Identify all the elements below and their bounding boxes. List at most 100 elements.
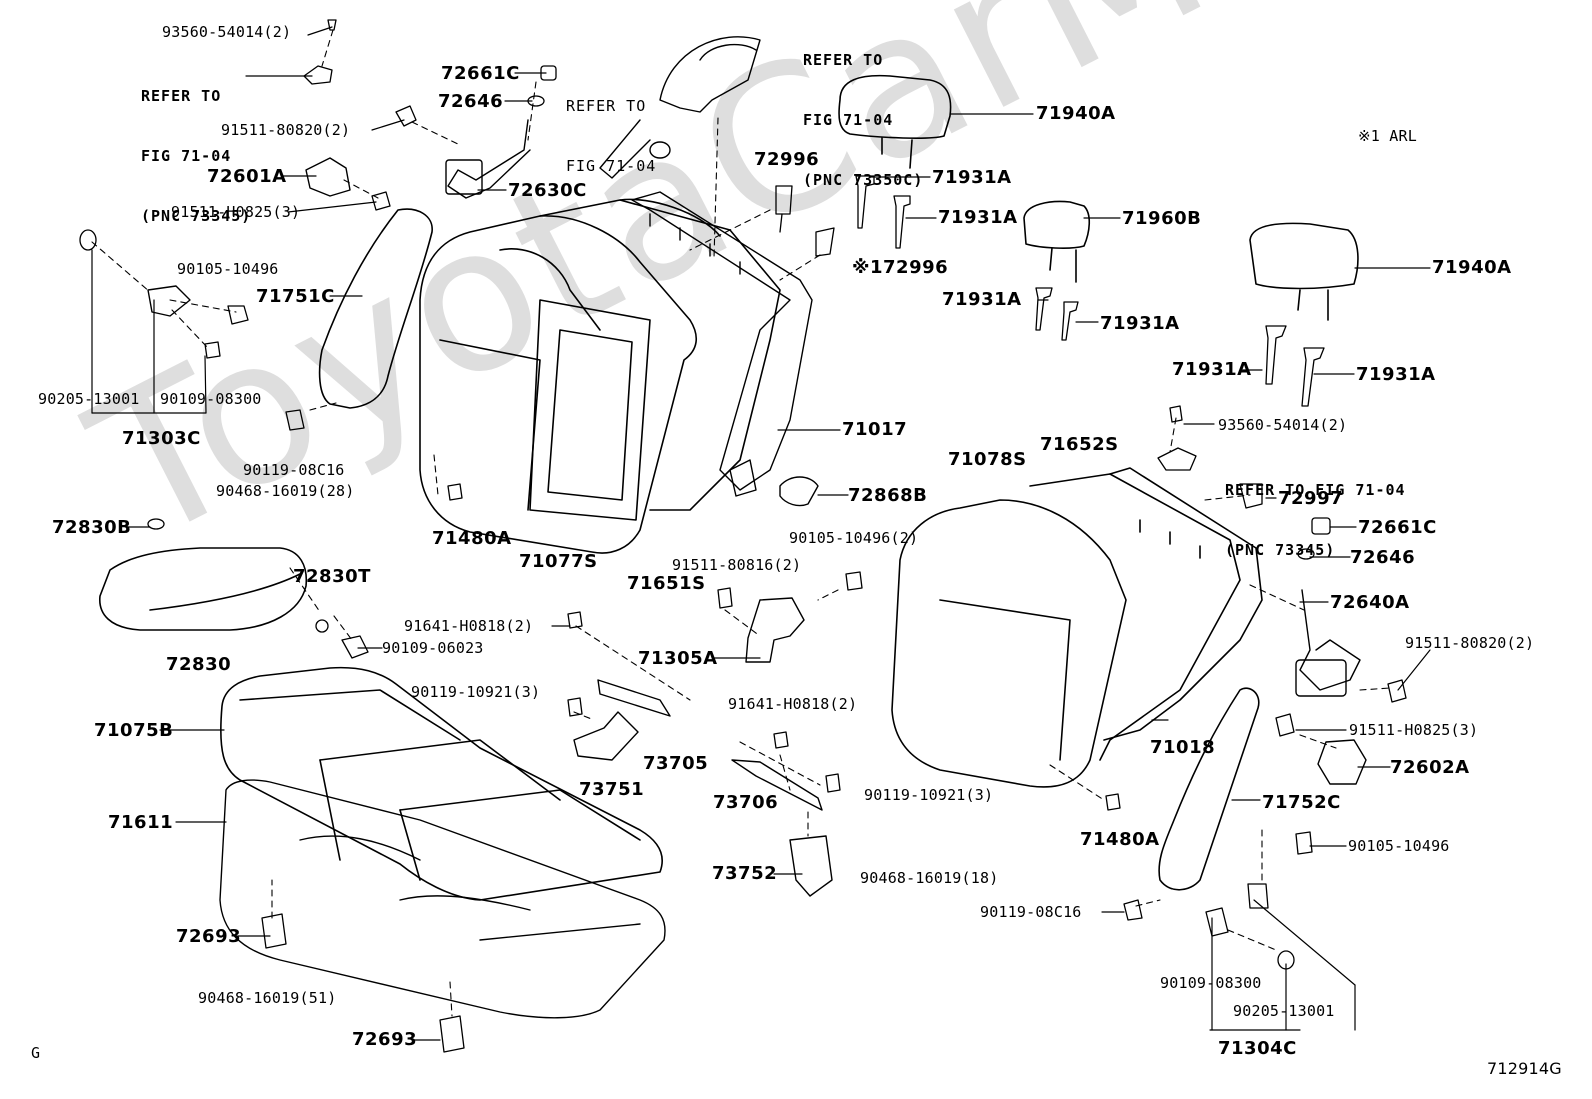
figure-code: 712914G (1487, 1059, 1562, 1078)
part-label[interactable]: 72830 (166, 654, 232, 675)
ref-line: FIG 71-04 (566, 157, 657, 175)
part-label[interactable]: 91641-H0818(2) (404, 617, 534, 635)
part-label[interactable]: 71931A (942, 289, 1022, 310)
part-label[interactable]: 71018 (1150, 737, 1216, 758)
part-label[interactable]: 72830B (52, 517, 132, 538)
part-label[interactable]: 72661C (441, 63, 520, 84)
hinge-72602a (1318, 740, 1366, 784)
part-label[interactable]: 71480A (432, 528, 512, 549)
ref-line: FIG 71-04 (141, 147, 232, 165)
upper-left-parts (148, 37, 760, 316)
strap-72868b (780, 477, 818, 506)
part-label[interactable]: 72868B (848, 485, 928, 506)
part-label[interactable]: 71960B (1122, 208, 1202, 229)
part-label[interactable]: 91511-H0825(3) (1349, 721, 1479, 739)
leader-lines (92, 27, 1430, 1040)
part-label[interactable]: 72602A (1390, 757, 1470, 778)
part-label[interactable]: 90105-10496(2) (789, 529, 919, 547)
side-cover-71752c (1159, 688, 1259, 890)
part-label[interactable]: 90119-08C16 (980, 903, 1082, 921)
part-label[interactable]: 90109-08300 (1160, 974, 1262, 992)
part-label[interactable]: 90205-13001 (1233, 1002, 1335, 1020)
part-label[interactable]: 71940A (1036, 103, 1116, 124)
part-label[interactable]: 71305A (638, 648, 718, 669)
part-label[interactable]: 72693 (176, 926, 242, 947)
part-label[interactable]: 72830T (293, 566, 371, 587)
part-label[interactable]: 72646 (1350, 547, 1416, 568)
ref-line: (PNC 73350C) (803, 171, 924, 189)
part-label[interactable]: 72997 (1278, 488, 1344, 509)
ref-line: REFER TO FIG 71-04 (1225, 481, 1406, 499)
corner-letter: G (31, 1044, 41, 1062)
part-label[interactable]: 90468-16019(51) (198, 989, 337, 1007)
part-label[interactable]: 72661C (1358, 517, 1437, 538)
part-label[interactable]: 71075B (94, 720, 174, 741)
part-label[interactable]: 90119-10921(3) (864, 786, 994, 804)
part-label[interactable]: 71304C (1218, 1038, 1297, 1059)
part-label[interactable]: 90468-16019(28) (216, 482, 355, 500)
part-label[interactable]: 73705 (643, 753, 709, 774)
part-label[interactable]: 71931A (938, 207, 1018, 228)
part-label[interactable]: 71751C (256, 286, 335, 307)
headrest-guides (776, 176, 1324, 508)
ref-fig-71-04-pnc73345-1: REFER TO FIG 71-04 (PNC 73345) (141, 46, 251, 266)
lock-72640a (1296, 590, 1360, 696)
part-label[interactable]: 93560-54014(2) (162, 23, 292, 41)
part-label[interactable]: 72646 (438, 91, 504, 112)
ref-line: (PNC 73345) (141, 207, 252, 225)
part-label[interactable]: 72640A (1330, 592, 1410, 613)
part-label[interactable]: 91511-80820(2) (221, 121, 351, 139)
part-label[interactable]: 90468-16019(18) (860, 869, 999, 887)
part-label[interactable]: 90105-10496 (1348, 837, 1450, 855)
part-label[interactable]: 72996 (754, 149, 820, 170)
part-label[interactable]: 71651S (627, 573, 706, 594)
part-label[interactable]: 71931A (1100, 313, 1180, 334)
seat-cushion-71075b (221, 668, 662, 900)
ref-line: REFER TO (566, 97, 647, 115)
part-label[interactable]: 71940A (1432, 257, 1512, 278)
part-label[interactable]: 71480A (1080, 829, 1160, 850)
part-label[interactable]: 93560-54014(2) (1218, 416, 1348, 434)
part-label[interactable]: 90109-08300 (160, 390, 262, 408)
part-label[interactable]: 90109-06023 (382, 639, 484, 657)
part-label[interactable]: 72601A (207, 166, 287, 187)
part-label[interactable]: 90205-13001 (38, 390, 140, 408)
fasteners (80, 20, 1406, 1052)
seatback-left (420, 216, 696, 553)
part-label[interactable]: 71931A (1172, 359, 1252, 380)
part-label[interactable]: 71752C (1262, 792, 1341, 813)
ref-line: FIG 71-04 (803, 111, 894, 129)
part-label[interactable]: 91511-80820(2) (1405, 634, 1535, 652)
part-label[interactable]: 91511-H0825(3) (171, 203, 301, 221)
part-label[interactable]: 71303C (122, 428, 201, 449)
seatback-right (892, 468, 1262, 787)
part-label[interactable]: 71077S (519, 551, 598, 572)
part-label[interactable]: 71931A (1356, 364, 1436, 385)
part-label[interactable]: 71931A (932, 167, 1012, 188)
part-label[interactable]: 71078S (948, 449, 1027, 470)
part-label[interactable]: 91511-80816(2) (672, 556, 802, 574)
part-label[interactable]: 91641-H0818(2) (728, 695, 858, 713)
part-label[interactable]: 73752 (712, 863, 778, 884)
ref-fig-71-04-belt: REFER TO FIG 71-04 (566, 56, 656, 216)
part-label[interactable]: 90119-08C16 (243, 461, 345, 479)
ref-line: (PNC 73345) (1225, 541, 1336, 559)
part-label[interactable]: 73751 (579, 779, 645, 800)
part-label[interactable]: ※172996 (852, 257, 949, 278)
part-label[interactable]: 90105-10496 (177, 260, 279, 278)
part-label[interactable]: 90119-10921(3) (411, 683, 541, 701)
part-label[interactable]: 72693 (352, 1029, 418, 1050)
part-label[interactable]: 71017 (842, 419, 908, 440)
headrests (839, 76, 1358, 320)
part-label[interactable]: 71611 (108, 812, 174, 833)
part-label[interactable]: 71652S (1040, 434, 1119, 455)
ref-line: REFER TO (803, 51, 884, 69)
part-label[interactable]: 73706 (713, 792, 779, 813)
ref-line: REFER TO (141, 87, 222, 105)
part-label[interactable]: 72630C (508, 180, 587, 201)
ref-fig-71-04-pnc73345-2: REFER TO FIG 71-04 (PNC 73345) (1225, 440, 1406, 600)
seat-frame-71611 (220, 780, 665, 1018)
side-cover-71751c (320, 209, 433, 408)
